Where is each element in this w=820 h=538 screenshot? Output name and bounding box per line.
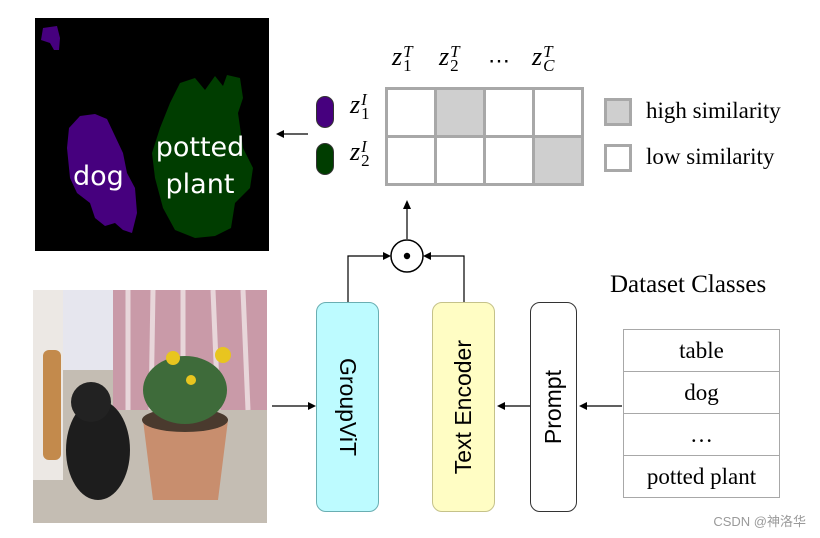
- connectors: [347, 200, 465, 303]
- matrix-cell-1-1: [388, 90, 434, 135]
- class-row: potted plant: [646, 464, 757, 489]
- arrow-image-to-groupvit: [272, 402, 316, 410]
- watermark: CSDN @神洛华: [713, 514, 806, 529]
- legend-high-swatch: [604, 98, 632, 126]
- arrow-text-to-dot: [428, 255, 465, 303]
- text-encoder-block: Text Encoder: [432, 302, 495, 512]
- dog-mask-small: [41, 26, 60, 50]
- matrix-cell-2-3: [486, 138, 532, 183]
- col-header-ellipsis: ⋯: [488, 48, 510, 73]
- matrix-cell-1-2: [437, 90, 483, 135]
- matrix-cell-1-3: [486, 90, 532, 135]
- legend-low-swatch: [604, 144, 632, 172]
- matrix-cell-1-4: [535, 90, 581, 135]
- groupvit-label: GroupViT: [335, 357, 361, 456]
- segmentation-output: dog potted plant: [35, 18, 269, 251]
- plant-label-line1: potted: [155, 132, 245, 163]
- arrow-to-segmentation: [276, 130, 308, 138]
- arrows-right-side: [497, 402, 622, 410]
- arrow-groupvit-to-dot: [347, 255, 386, 303]
- input-photo: [33, 290, 267, 523]
- class-row: …: [624, 414, 779, 456]
- text-encoder-label: Text Encoder: [450, 339, 476, 475]
- input-image: [33, 290, 267, 523]
- plant-mask: [152, 75, 253, 238]
- prompt-block: Prompt: [530, 302, 577, 512]
- dog-mask: [67, 114, 137, 233]
- row-pill-1: [316, 96, 334, 128]
- class-row: table: [624, 330, 779, 372]
- dataset-title: Dataset Classes: [610, 271, 767, 298]
- row-pill-2: [316, 143, 334, 175]
- groupvit-block: GroupViT: [316, 302, 379, 512]
- class-row: dog: [624, 372, 779, 414]
- segmentation-mask: [41, 26, 253, 238]
- legend-low-label: low similarity: [646, 144, 775, 169]
- plant-label-line2: plant: [165, 169, 235, 200]
- matrix-cell-2-2: [437, 138, 483, 183]
- matrix-cell-2-1: [388, 138, 434, 183]
- dog-label: dog: [73, 161, 124, 192]
- similarity-matrix: [385, 87, 584, 186]
- matrix-cell-2-4: [535, 138, 581, 183]
- legend-high-label: high similarity: [646, 98, 781, 123]
